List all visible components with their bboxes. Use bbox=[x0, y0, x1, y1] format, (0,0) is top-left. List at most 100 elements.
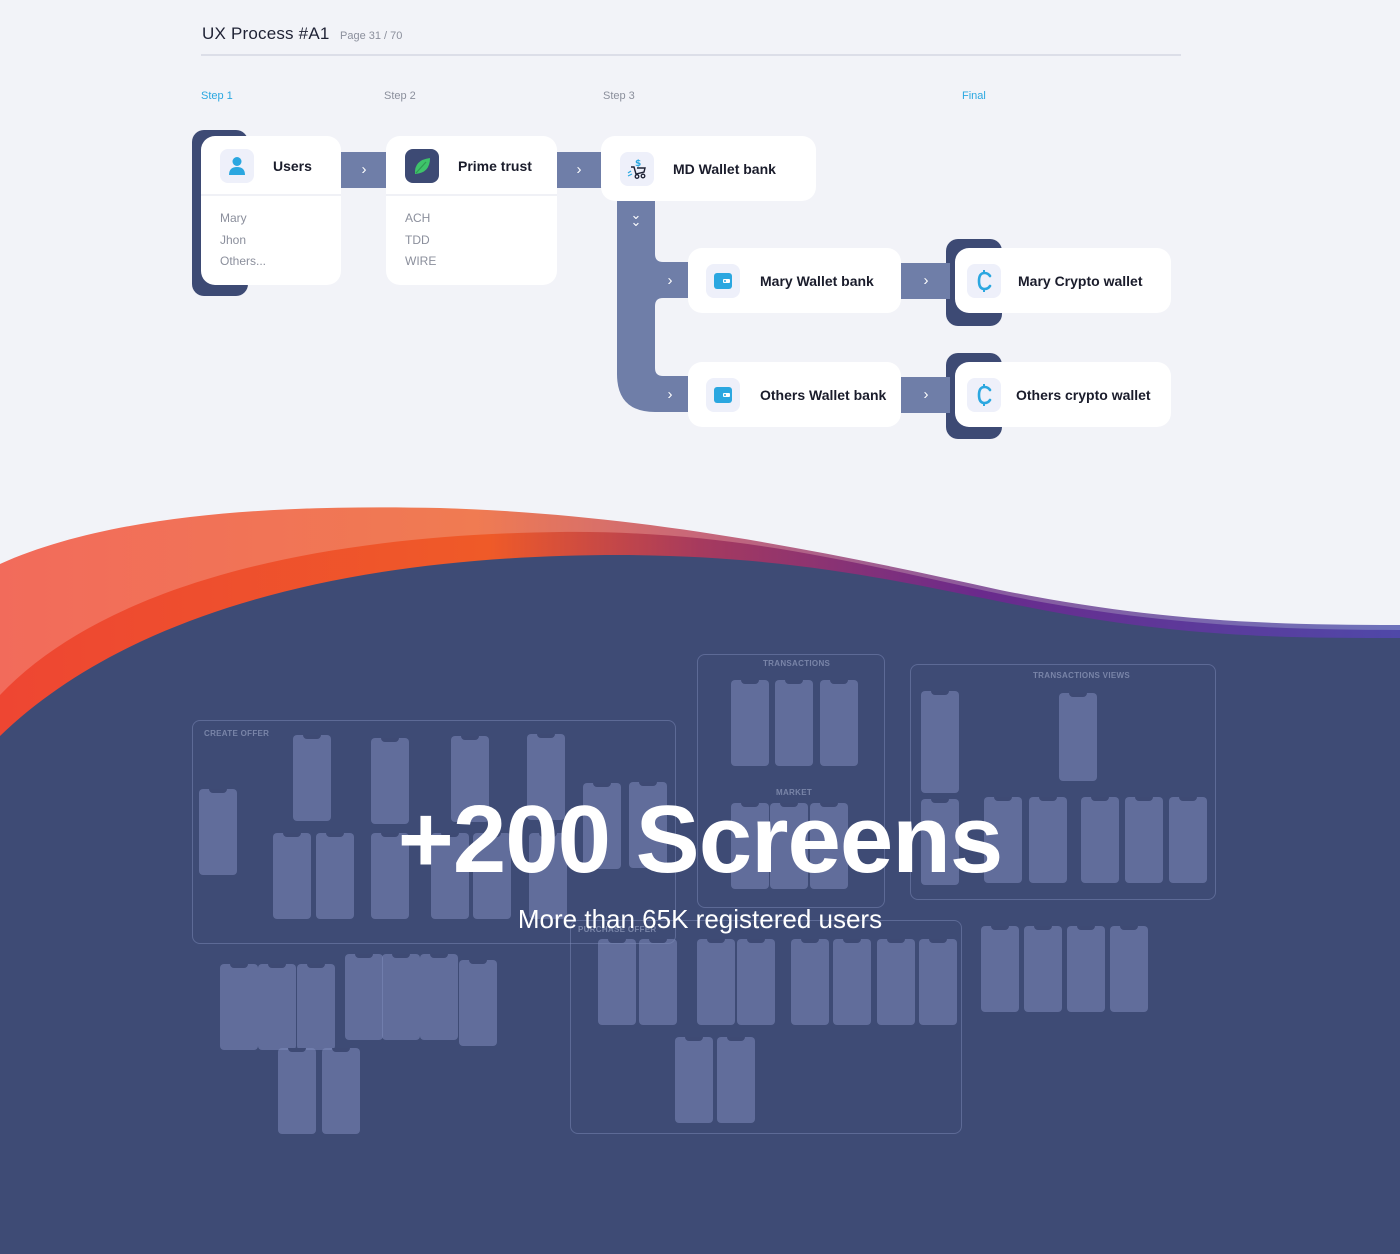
connector-users-prime bbox=[341, 152, 387, 188]
branch-connector bbox=[617, 200, 689, 412]
screen-thumb bbox=[981, 926, 1019, 1012]
screen-thumb bbox=[1029, 797, 1067, 883]
screen-thumb bbox=[639, 939, 677, 1025]
screen-thumb bbox=[431, 833, 469, 919]
screen-thumb bbox=[1125, 797, 1163, 883]
screen-thumb bbox=[293, 735, 331, 821]
screen-thumb bbox=[598, 939, 636, 1025]
others-wallet-card[interactable]: Others Wallet bank bbox=[688, 362, 901, 427]
transfer-method-item: TDD bbox=[405, 232, 430, 247]
screen-thumb bbox=[731, 803, 769, 889]
screen-thumb bbox=[459, 960, 497, 1046]
card-divider bbox=[386, 194, 557, 196]
screen-thumb bbox=[919, 939, 957, 1025]
screen-thumb bbox=[697, 939, 735, 1025]
screen-thumb bbox=[316, 833, 354, 919]
user-icon bbox=[220, 149, 254, 183]
screen-thumb bbox=[322, 1048, 360, 1134]
screen-thumb bbox=[737, 939, 775, 1025]
screen-thumb bbox=[258, 964, 296, 1050]
screen-thumb bbox=[921, 799, 959, 885]
screen-thumb bbox=[220, 964, 258, 1050]
page-number: Page 31 / 70 bbox=[340, 30, 403, 42]
leaf-icon bbox=[405, 149, 439, 183]
step-label-2: Step 2 bbox=[384, 90, 416, 102]
prime-trust-title: Prime trust bbox=[458, 158, 532, 174]
crypto-coin-icon bbox=[967, 263, 1001, 298]
mary-crypto-title: Mary Crypto wallet bbox=[1018, 272, 1143, 289]
board-title: CREATE OFFER bbox=[204, 729, 270, 738]
mary-wallet-card[interactable]: Mary Wallet bank bbox=[688, 248, 901, 313]
chevron-right-icon: › bbox=[361, 161, 367, 178]
transfer-method-item: WIRE bbox=[405, 254, 437, 268]
transactions-views-board: TRANSACTIONS VIEWS bbox=[910, 664, 1216, 900]
users-title: Users bbox=[273, 158, 312, 174]
wallet-icon bbox=[706, 263, 740, 298]
others-crypto-title: Others crypto wallet bbox=[1016, 386, 1151, 403]
screen-thumb bbox=[731, 680, 769, 766]
screen-thumb bbox=[199, 789, 237, 875]
mary-crypto-card[interactable]: Mary Crypto wallet bbox=[955, 248, 1171, 313]
screen-thumb bbox=[629, 782, 667, 868]
screen-thumb bbox=[473, 833, 511, 919]
screen-thumb bbox=[877, 939, 915, 1025]
others-crypto-card[interactable]: Others crypto wallet bbox=[955, 362, 1171, 427]
screen-thumb bbox=[921, 691, 959, 793]
page-title: UX Process #A1 bbox=[202, 24, 330, 43]
chevron-double-down-icon: ⌄⌄ bbox=[630, 207, 642, 229]
board-title: MARKET bbox=[776, 788, 813, 797]
users-card[interactable]: Users Mary Jhon Others... bbox=[201, 136, 341, 285]
purchase-offer-board: PURCHASE OFFER bbox=[570, 920, 962, 1134]
step-label-3: Step 3 bbox=[603, 90, 635, 102]
screen-thumb bbox=[820, 680, 858, 766]
mary-wallet-title: Mary Wallet bank bbox=[760, 272, 874, 289]
page-header: UX Process #A1 Page 31 / 70 bbox=[201, 24, 1181, 56]
screen-thumb bbox=[420, 954, 458, 1040]
screen-thumb bbox=[451, 736, 489, 822]
screen-thumb bbox=[770, 803, 808, 889]
screen-thumb bbox=[278, 1048, 316, 1134]
wallet-icon bbox=[706, 377, 740, 412]
screen-thumb bbox=[810, 803, 848, 889]
screen-thumb bbox=[791, 939, 829, 1025]
screen-thumb bbox=[1067, 926, 1105, 1012]
screen-thumb bbox=[1110, 926, 1148, 1012]
board-title: TRANSACTIONS bbox=[763, 659, 831, 668]
screen-thumb bbox=[1024, 926, 1062, 1012]
chevron-right-icon: › bbox=[576, 161, 582, 178]
screen-thumb bbox=[675, 1037, 713, 1123]
screen-thumb bbox=[717, 1037, 755, 1123]
screen-thumb bbox=[583, 783, 621, 869]
screen-thumb bbox=[1081, 797, 1119, 883]
screen-thumb bbox=[297, 964, 335, 1050]
crypto-coin-icon bbox=[967, 377, 1001, 412]
connector-prime-md bbox=[556, 152, 602, 188]
connector-others-crypto bbox=[900, 377, 950, 413]
chevron-right-icon: › bbox=[923, 386, 929, 403]
chevron-right-icon: › bbox=[667, 272, 673, 289]
screen-thumb bbox=[1059, 693, 1097, 781]
step-label-1: Step 1 bbox=[201, 90, 233, 102]
md-wallet-card[interactable]: $ MD Wallet bank bbox=[601, 136, 816, 201]
screen-thumb bbox=[382, 954, 420, 1040]
transactions-board: TRANSACTIONS MARKET bbox=[697, 654, 885, 908]
card-divider bbox=[201, 194, 341, 196]
chevron-right-icon: › bbox=[923, 272, 929, 289]
screen-thumb bbox=[345, 954, 383, 1040]
md-wallet-title: MD Wallet bank bbox=[673, 160, 776, 177]
screen-thumb bbox=[1169, 797, 1207, 883]
hero-headline: +200 Screens bbox=[397, 786, 1004, 893]
screen-thumb bbox=[833, 939, 871, 1025]
prime-trust-card[interactable]: Prime trust ACH TDD WIRE bbox=[386, 136, 557, 285]
screen-thumb bbox=[273, 833, 311, 919]
cart-dollar-icon: $ bbox=[620, 151, 654, 186]
connector-mary-crypto bbox=[900, 263, 950, 299]
screen-thumb bbox=[529, 833, 567, 919]
screen-thumb bbox=[775, 680, 813, 766]
screen-thumb bbox=[984, 797, 1022, 883]
user-item: Mary bbox=[220, 211, 247, 225]
screen-thumb bbox=[527, 734, 565, 820]
hero-subline: More than 65K registered users bbox=[517, 904, 883, 934]
chevron-right-icon: › bbox=[667, 386, 673, 403]
screen-thumb bbox=[371, 738, 409, 824]
